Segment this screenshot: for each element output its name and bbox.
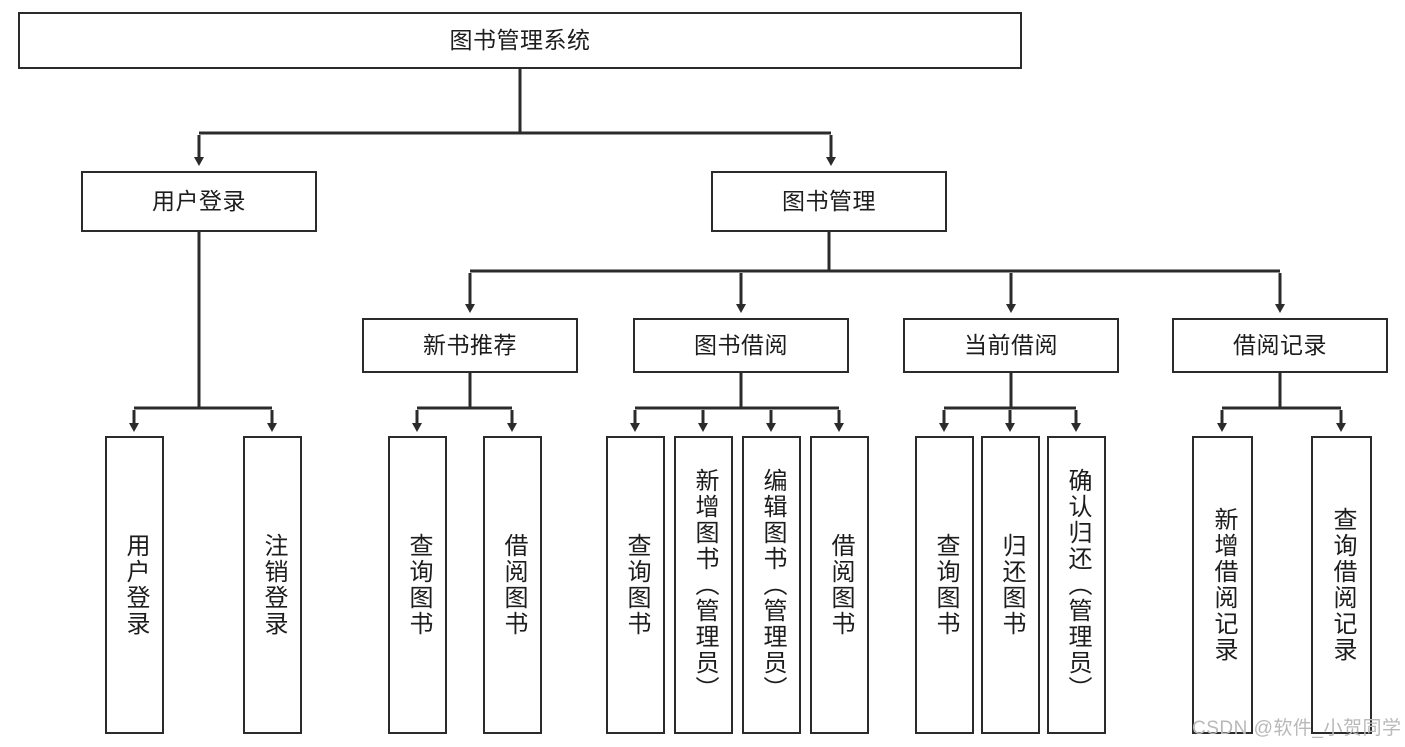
leaf-node[interactable]: 新增借阅记录 <box>1192 436 1253 734</box>
leaf-node[interactable]: 编辑图书（管理员） <box>742 436 801 734</box>
node-user-login[interactable]: 用户登录 <box>81 171 317 232</box>
leaf-node[interactable]: 查询图书 <box>606 436 665 734</box>
leaf-node[interactable]: 查询图书 <box>388 436 447 734</box>
leaf-node[interactable]: 用户登录 <box>105 436 164 734</box>
leaf-node[interactable]: 确认归还（管理员） <box>1047 436 1106 734</box>
node-borrow-record-label: 借阅记录 <box>1233 331 1327 358</box>
leaf-node[interactable]: 新增图书（管理员） <box>674 436 733 734</box>
leaf-node[interactable]: 借阅图书 <box>810 436 869 734</box>
leaf-label: 用户登录 <box>121 533 149 637</box>
node-root-label: 图书管理系统 <box>449 26 591 53</box>
leaf-label: 确认归还（管理员） <box>1063 468 1091 702</box>
node-book-borrow[interactable]: 图书借阅 <box>633 318 849 373</box>
leaf-node[interactable]: 归还图书 <box>981 436 1040 734</box>
leaf-label: 注销登录 <box>259 533 287 637</box>
node-borrow-record[interactable]: 借阅记录 <box>1172 318 1388 373</box>
leaf-node[interactable]: 查询借阅记录 <box>1311 436 1372 734</box>
node-new-book-recommend[interactable]: 新书推荐 <box>362 318 578 373</box>
leaf-label: 查询图书 <box>622 533 650 637</box>
leaf-node[interactable]: 注销登录 <box>243 436 302 734</box>
leaf-label: 编辑图书（管理员） <box>758 468 786 702</box>
leaf-label: 新增图书（管理员） <box>690 468 718 702</box>
node-user-login-label: 用户登录 <box>152 187 246 214</box>
leaf-label: 借阅图书 <box>826 533 854 637</box>
node-book-management-label: 图书管理 <box>782 187 876 214</box>
node-book-borrow-label: 图书借阅 <box>694 331 788 358</box>
leaf-label: 查询图书 <box>404 533 432 637</box>
leaf-label: 查询图书 <box>931 533 959 637</box>
leaf-label: 查询借阅记录 <box>1328 507 1356 663</box>
leaf-label: 归还图书 <box>997 533 1025 637</box>
leaf-node[interactable]: 查询图书 <box>915 436 974 734</box>
node-book-management[interactable]: 图书管理 <box>711 171 947 232</box>
node-root[interactable]: 图书管理系统 <box>18 12 1022 69</box>
node-current-borrow[interactable]: 当前借阅 <box>903 318 1119 373</box>
leaf-label: 借阅图书 <box>499 533 527 637</box>
csdn-watermark: CSDN @软件_小贺同学 <box>1192 718 1402 739</box>
node-new-book-recommend-label: 新书推荐 <box>423 331 517 358</box>
leaf-node[interactable]: 借阅图书 <box>483 436 542 734</box>
node-current-borrow-label: 当前借阅 <box>964 331 1058 358</box>
leaf-label: 新增借阅记录 <box>1209 507 1237 663</box>
